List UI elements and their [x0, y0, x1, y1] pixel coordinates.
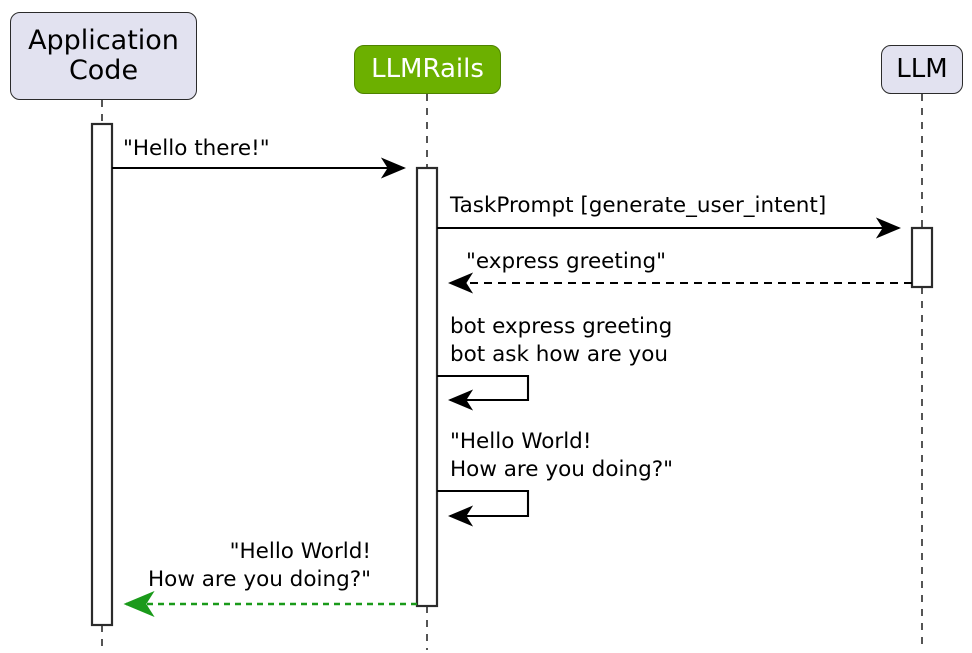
- activation-bar-llm: [910, 226, 934, 289]
- message-arrow-bot-intents: [437, 374, 530, 411]
- message-label-bot-intents: bot express greeting bot ask how are you: [450, 314, 673, 368]
- message-label-hello-there: "Hello there!": [123, 136, 270, 161]
- participant-application-code-label: Application Code: [28, 24, 179, 86]
- message-label-taskprompt: TaskPrompt [generate_user_intent]: [450, 193, 827, 218]
- message-label-express-greeting: "express greeting": [466, 249, 666, 274]
- participant-llmrails[interactable]: LLMRails: [354, 45, 501, 94]
- message-label-final-response: "Hello World! How are you doing?": [148, 539, 372, 593]
- activation-bar-app: [90, 122, 114, 627]
- participant-llmrails-label: LLMRails: [371, 53, 484, 84]
- activation-bar-rails: [415, 166, 439, 608]
- participant-llm[interactable]: LLM: [881, 45, 963, 94]
- participant-llm-label: LLM: [896, 53, 948, 84]
- message-arrow-bot-utterance: [437, 489, 530, 527]
- message-label-bot-utterance: "Hello World! How are you doing?": [450, 429, 674, 483]
- participant-application-code[interactable]: Application Code: [10, 12, 197, 100]
